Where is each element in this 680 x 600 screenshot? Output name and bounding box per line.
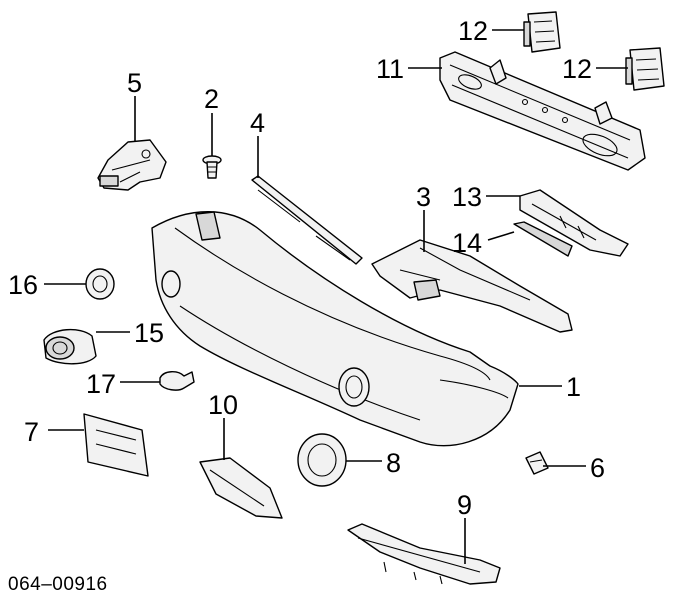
part-sensor-ring bbox=[85, 268, 115, 300]
callout-14: 14 bbox=[452, 228, 482, 258]
part-clip bbox=[159, 371, 195, 391]
leader-14 bbox=[487, 231, 515, 241]
part-trim-strip bbox=[251, 175, 363, 265]
part-bracket-upper bbox=[523, 11, 561, 53]
part-mount-bracket bbox=[97, 139, 167, 191]
callout-7: 7 bbox=[24, 417, 39, 447]
part-fog-lamp-ring bbox=[297, 433, 347, 487]
callout-5: 5 bbox=[127, 68, 142, 98]
part-tow-hook-cover bbox=[199, 457, 283, 519]
diagram-code: 064–00916 bbox=[8, 574, 108, 595]
part-lower-spoiler bbox=[347, 523, 501, 585]
leader-lines bbox=[44, 29, 628, 564]
part-license-plate bbox=[83, 413, 149, 477]
callout-6: 6 bbox=[590, 453, 605, 483]
callout-12-upper: 12 bbox=[458, 16, 488, 46]
part-bracket-lower bbox=[625, 47, 665, 91]
callout-8: 8 bbox=[386, 448, 401, 478]
callout-3: 3 bbox=[416, 182, 431, 212]
callout-9: 9 bbox=[457, 490, 472, 520]
callout-2: 2 bbox=[204, 84, 219, 114]
callout-16: 16 bbox=[8, 270, 38, 300]
part-impact-absorber bbox=[371, 239, 573, 333]
callout-11: 11 bbox=[376, 54, 404, 84]
part-bolt bbox=[202, 155, 222, 179]
part-bumper-cover bbox=[151, 211, 519, 447]
callout-4: 4 bbox=[250, 108, 265, 138]
callout-labels: 1 2 3 4 5 6 7 8 9 10 11 12 12 13 14 15 1… bbox=[8, 16, 605, 520]
part-strip bbox=[513, 221, 573, 257]
callout-12-lower: 12 bbox=[562, 54, 592, 84]
part-reinforcement-bar bbox=[439, 51, 646, 171]
callout-10: 10 bbox=[208, 390, 238, 420]
part-side-bracket bbox=[519, 189, 629, 257]
callout-1: 1 bbox=[566, 372, 581, 402]
callout-15: 15 bbox=[134, 318, 164, 348]
part-parking-sensor bbox=[43, 329, 97, 365]
part-screw bbox=[525, 451, 549, 475]
callout-13: 13 bbox=[452, 182, 482, 212]
callout-17: 17 bbox=[86, 369, 116, 399]
